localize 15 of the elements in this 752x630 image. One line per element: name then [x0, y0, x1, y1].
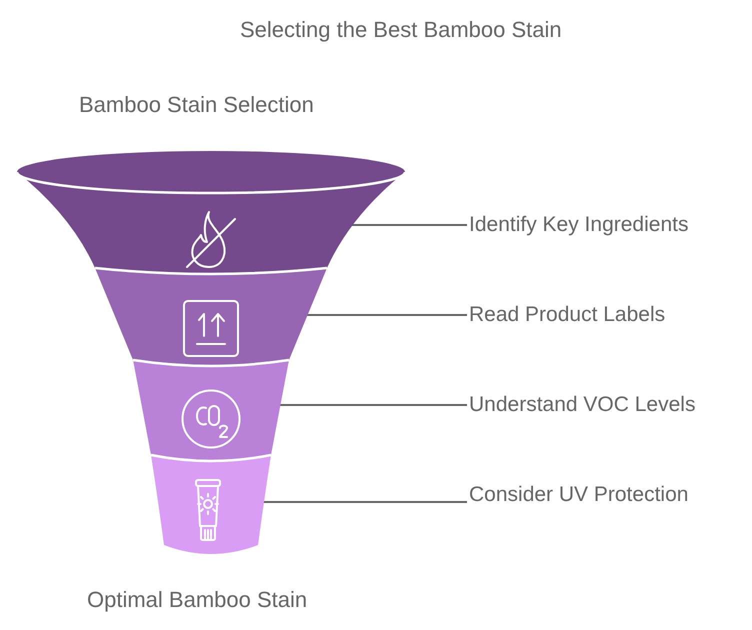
leader-line: [262, 501, 467, 503]
diagram-title: Selecting the Best Bamboo Stain: [240, 17, 562, 43]
funnel-caption: Optimal Bamboo Stain: [87, 587, 308, 613]
funnel-caption: Bamboo Stain Selection: [79, 92, 314, 118]
leader-line: [279, 404, 467, 406]
step-label: Identify Key Ingredients: [469, 212, 688, 238]
leader-line: [306, 314, 467, 316]
funnel-segment: [17, 151, 405, 275]
step-label: Read Product Labels: [469, 302, 666, 328]
step-label: Consider UV Protection: [469, 482, 688, 508]
leader-line: [352, 224, 467, 226]
funnel-segment: [133, 360, 289, 462]
funnel-segment: [151, 455, 271, 555]
step-label: Understand VOC Levels: [469, 392, 696, 418]
funnel-segment: [95, 268, 327, 367]
